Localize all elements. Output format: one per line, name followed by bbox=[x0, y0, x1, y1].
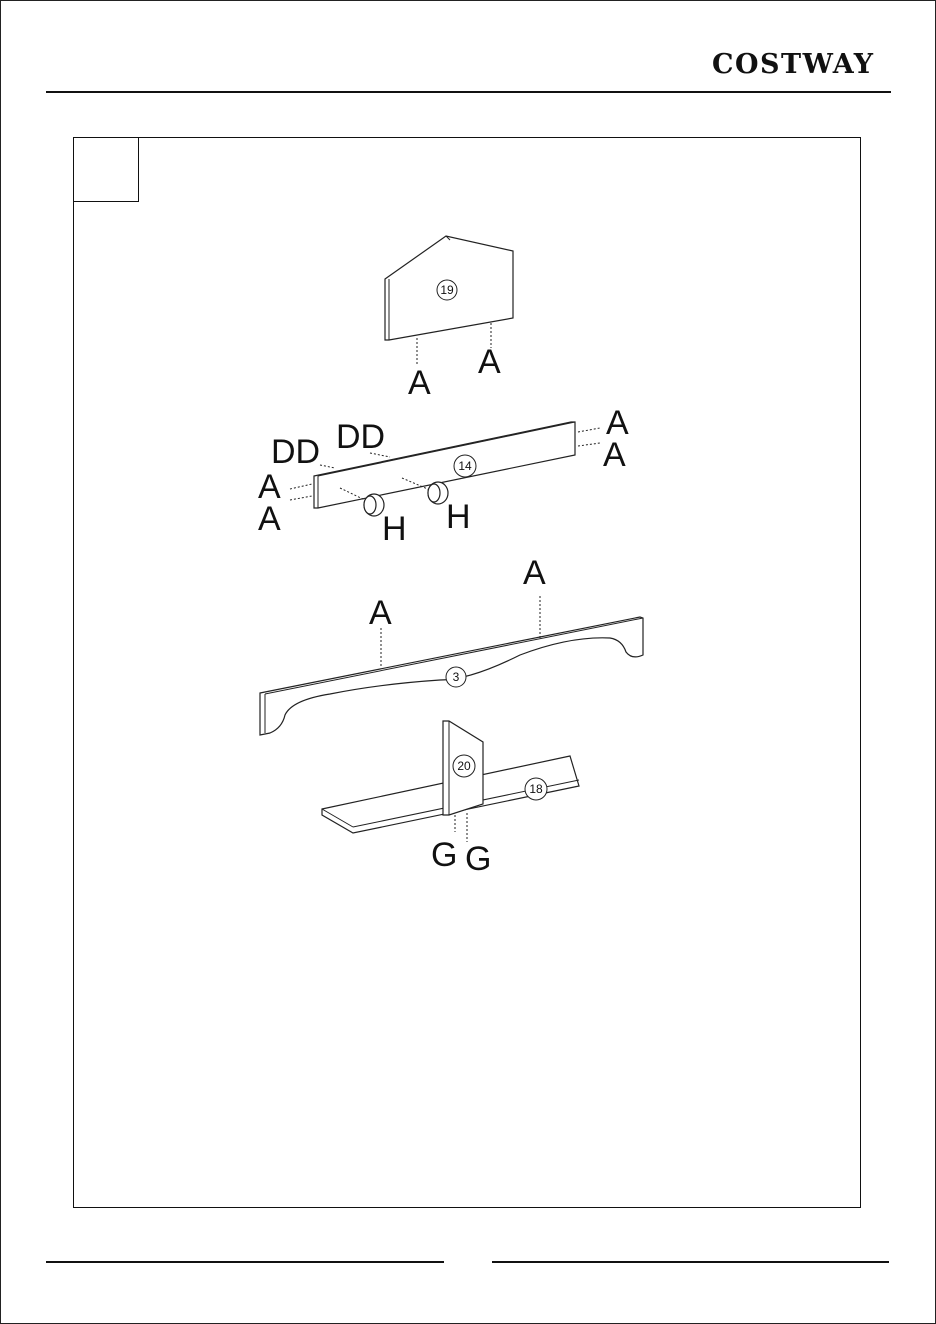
part-number-20: 20 bbox=[457, 759, 471, 773]
knob-h bbox=[364, 494, 384, 516]
part-number-18: 18 bbox=[529, 782, 543, 796]
label-a: A bbox=[523, 554, 546, 592]
label-g: G bbox=[431, 836, 457, 874]
label-a: A bbox=[408, 364, 431, 402]
label-dd: DD bbox=[336, 418, 385, 456]
label-h: H bbox=[382, 510, 407, 548]
part-number-14: 14 bbox=[458, 459, 472, 473]
part-number-19: 19 bbox=[440, 283, 454, 297]
part-14-rail: 14 DD DD A A A A H H bbox=[258, 404, 629, 548]
knob-h bbox=[428, 482, 448, 504]
label-a: A bbox=[369, 594, 392, 632]
label-g: G bbox=[465, 840, 491, 878]
label-a: A bbox=[478, 343, 501, 381]
footer-rule-left bbox=[46, 1261, 444, 1263]
part-19-panel: 19 A A bbox=[385, 236, 513, 402]
footer-rule-right bbox=[492, 1261, 889, 1263]
label-h: H bbox=[446, 498, 471, 536]
part-number-3: 3 bbox=[453, 670, 460, 684]
label-a: A bbox=[258, 500, 281, 538]
label-dd: DD bbox=[271, 433, 320, 471]
label-a: A bbox=[603, 436, 626, 474]
part-3-apron: 3 A A bbox=[260, 554, 643, 735]
